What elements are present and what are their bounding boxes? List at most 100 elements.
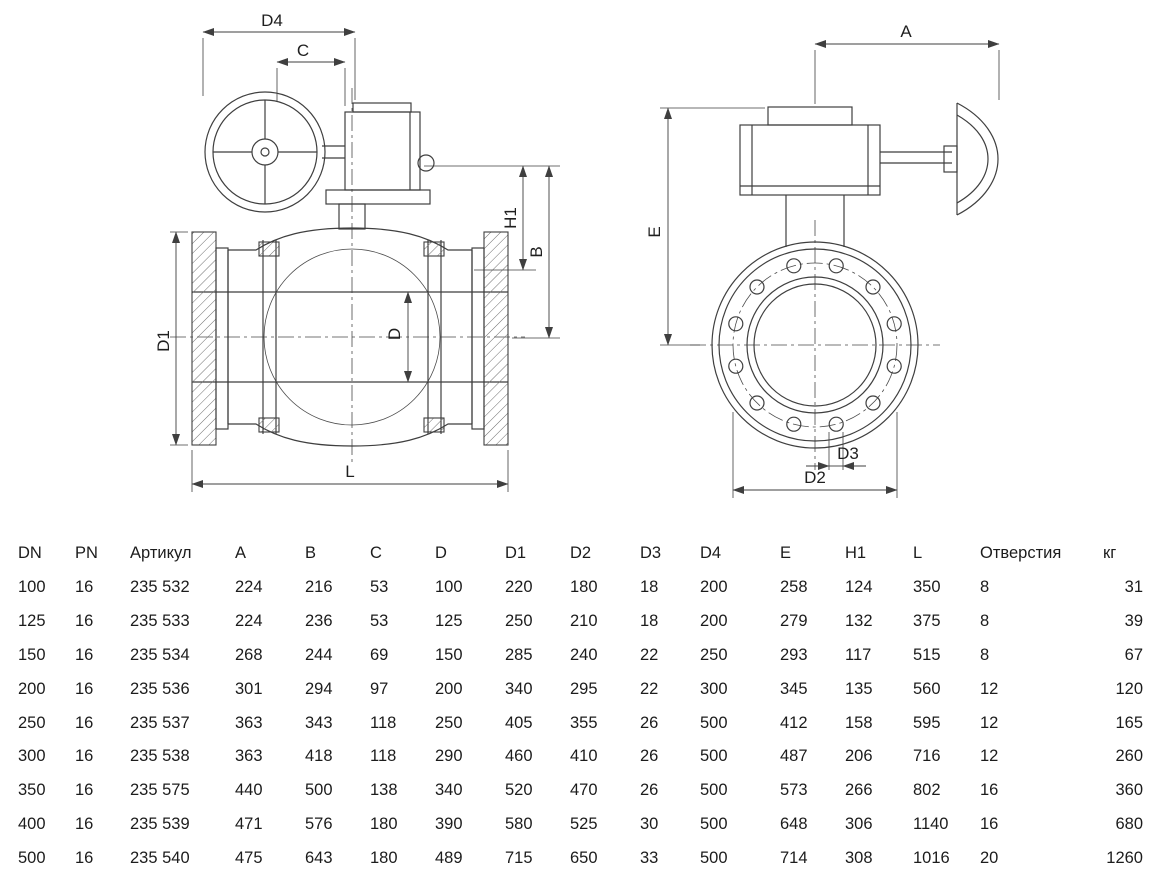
table-cell: 26 <box>640 713 659 732</box>
dimension-c: C <box>276 41 346 106</box>
table-cell: 500 <box>305 781 333 800</box>
table-cell: 500 <box>700 747 728 766</box>
table-cell: 16 <box>75 814 94 833</box>
table-cell: 266 <box>845 781 873 800</box>
table-cell: 1140 <box>913 814 949 833</box>
table-cell: 340 <box>505 679 533 698</box>
table-cell: 360 <box>1115 781 1143 800</box>
table-cell: 500 <box>18 848 46 867</box>
table-cell: 120 <box>1115 679 1143 698</box>
dimension-e: E <box>645 107 765 346</box>
table-cell: 802 <box>913 781 941 800</box>
column-header: D3 <box>640 543 662 562</box>
table-cell: 489 <box>435 848 463 867</box>
column-header: A <box>235 543 247 562</box>
table-cell: 714 <box>780 848 808 867</box>
table-cell: 16 <box>980 814 999 833</box>
column-header: кг <box>1103 543 1117 562</box>
table-cell: 560 <box>913 679 941 698</box>
table-cell: 200 <box>700 578 728 597</box>
table-cell: 471 <box>235 814 263 833</box>
table-cell: 31 <box>1124 578 1143 597</box>
table-cell: 53 <box>370 612 389 631</box>
table-cell: 279 <box>780 612 808 631</box>
dimension-label-d2: D2 <box>804 468 826 487</box>
table-cell: 475 <box>235 848 263 867</box>
table-cell: 343 <box>305 713 333 732</box>
table-cell: 390 <box>435 814 463 833</box>
table-cell: 125 <box>435 612 463 631</box>
table-cell: 16 <box>75 645 94 664</box>
column-header: DN <box>18 543 42 562</box>
table-cell: 405 <box>505 713 533 732</box>
table-cell: 355 <box>570 713 598 732</box>
table-cell: 26 <box>640 781 659 800</box>
table-cell: 470 <box>570 781 598 800</box>
table-cell: 39 <box>1124 612 1143 631</box>
table-cell: 525 <box>570 814 598 833</box>
table-cell: 235 536 <box>130 679 190 698</box>
table-cell: 500 <box>700 848 728 867</box>
column-header: D <box>435 543 447 562</box>
column-header: Артикул <box>130 543 192 562</box>
table-cell: 150 <box>18 645 46 664</box>
table-cell: 20 <box>980 848 999 867</box>
table-cell: 418 <box>305 747 333 766</box>
dimension-d3: D3 <box>806 432 866 470</box>
table-cell: 224 <box>235 578 263 597</box>
table-cell: 1016 <box>913 848 950 867</box>
table-cell: 294 <box>305 679 333 698</box>
table-cell: 580 <box>505 814 533 833</box>
table-cell: 715 <box>505 848 533 867</box>
table-cell: 8 <box>980 645 990 664</box>
table-cell: 300 <box>18 747 46 766</box>
table-cell: 16 <box>75 848 94 867</box>
column-header: D2 <box>570 543 592 562</box>
handwheel <box>204 91 345 213</box>
dimension-label-h1: H1 <box>501 207 520 229</box>
table-cell: 33 <box>640 848 659 867</box>
table-cell: 117 <box>845 645 872 664</box>
table-cell: 235 532 <box>130 578 190 597</box>
table-cell: 345 <box>780 679 808 698</box>
table-cell: 16 <box>75 578 94 597</box>
dimension-a: A <box>814 22 1000 104</box>
column-header: PN <box>75 543 98 562</box>
table-cell: 235 540 <box>130 848 190 867</box>
table-cell: 515 <box>913 645 941 664</box>
dimension-l: L <box>191 450 509 492</box>
table-cell: 440 <box>235 781 263 800</box>
table-cell: 716 <box>913 747 941 766</box>
table-cell: 200 <box>18 679 46 698</box>
column-header: E <box>780 543 792 562</box>
table-cell: 16 <box>75 747 94 766</box>
table-cell: 290 <box>435 747 463 766</box>
dimension-label-d1: D1 <box>154 330 173 352</box>
table-cell: 295 <box>570 679 598 698</box>
table-cell: 500 <box>700 781 728 800</box>
table-cell: 18 <box>640 578 659 597</box>
dimension-d: D <box>385 291 412 383</box>
column-header: L <box>913 543 923 562</box>
table-cell: 16 <box>980 781 999 800</box>
table-cell: 680 <box>1115 814 1143 833</box>
table-cell: 412 <box>780 713 808 732</box>
column-header: Отверстия <box>980 543 1062 562</box>
centerlines <box>170 88 525 462</box>
table-cell: 235 575 <box>130 781 190 800</box>
dimension-h1: H1 <box>424 165 560 271</box>
table-cell: 12 <box>980 747 999 766</box>
table-cell: 520 <box>505 781 533 800</box>
table-cell: 240 <box>570 645 598 664</box>
column-header: B <box>305 543 317 562</box>
table-cell: 180 <box>370 814 398 833</box>
dimension-d1: D1 <box>154 231 188 446</box>
front-view: A E D3 D2 <box>645 22 1000 498</box>
table-cell: 306 <box>845 814 873 833</box>
table-cell: 500 <box>700 814 728 833</box>
